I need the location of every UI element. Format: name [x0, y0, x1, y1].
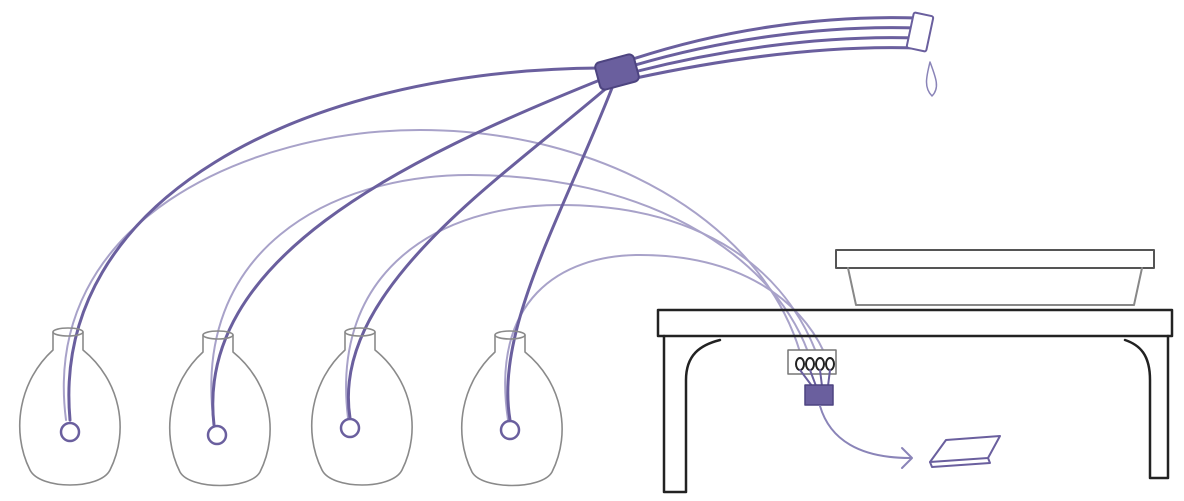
supply-tube-1 [628, 16, 920, 62]
drain-connector [804, 384, 834, 406]
bottle-1 [18, 327, 121, 486]
feed-tubes [67, 16, 920, 427]
feed-tube-3 [346, 83, 612, 420]
drop-icon [925, 61, 938, 97]
collection-tray [929, 435, 1001, 468]
supply-tube-4 [634, 46, 920, 80]
bottle-2 [168, 330, 271, 487]
manifold-connector [594, 53, 640, 91]
return-tube-2 [210, 174, 809, 426]
return-tubes [62, 129, 825, 426]
table [656, 308, 1174, 494]
feed-tube-1 [67, 66, 602, 422]
tube-bracket [787, 349, 837, 406]
feed-tube-2 [211, 76, 607, 427]
drain-arrow [819, 405, 913, 469]
bottle-4 [460, 330, 563, 487]
bottles [18, 327, 563, 487]
return-tube-3 [345, 204, 817, 419]
supply-tube-2 [630, 26, 920, 68]
return-tube-1 [62, 129, 801, 421]
nozzle [905, 11, 938, 97]
bottle-3 [310, 327, 413, 486]
supply-tube-3 [632, 36, 920, 74]
tray [835, 249, 1155, 306]
feed-tube-4 [506, 86, 614, 422]
